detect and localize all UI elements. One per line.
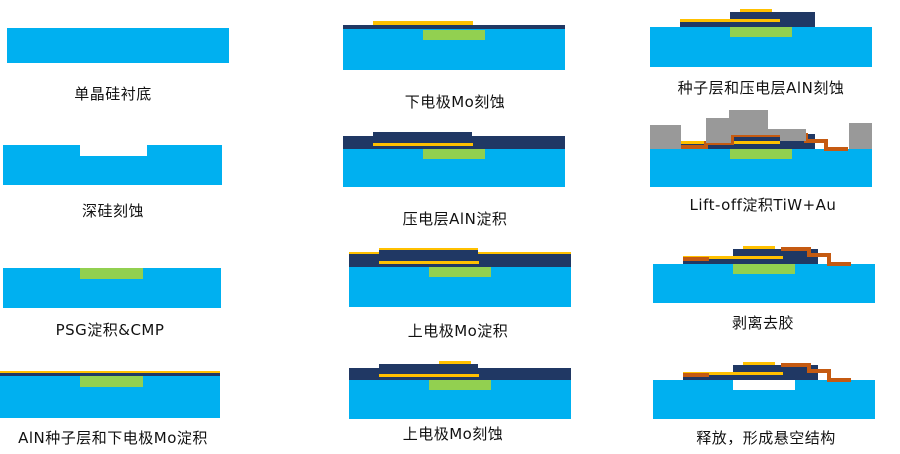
- step-6-illustration: [343, 132, 565, 187]
- step-12-illustration: [653, 362, 875, 419]
- bottom-mo-electrode: [379, 374, 479, 377]
- psg-sacrificial-layer: [730, 27, 792, 37]
- psg-sacrificial-layer: [80, 268, 143, 279]
- bottom-mo-electrode: [373, 143, 473, 146]
- step-6-caption: 压电层AlN淀积: [402, 210, 508, 228]
- step-4-caption: AlN种子层和下电极Mo淀积: [18, 429, 208, 447]
- step-3-illustration: [3, 268, 221, 308]
- top-mo-layer: [349, 248, 571, 254]
- step-11-illustration: [653, 246, 875, 303]
- step-10-illustration: [650, 110, 872, 187]
- silicon-substrate: [7, 28, 229, 63]
- top-mo-electrode: [743, 246, 775, 249]
- psg-sacrificial-layer: [423, 30, 485, 40]
- bottom-mo-electrode: [379, 261, 479, 264]
- step-5-illustration: [343, 21, 565, 70]
- psg-sacrificial-layer: [730, 149, 792, 159]
- step-7-caption: 上电极Mo淀积: [407, 322, 509, 340]
- step-5-caption: 下电极Mo刻蚀: [404, 93, 506, 111]
- step-11-caption: 剥离去胶: [731, 314, 795, 332]
- bottom-mo-electrode: [373, 21, 473, 25]
- psg-sacrificial-layer: [429, 380, 491, 390]
- step-10-caption: Lift-off淀积TiW+Au: [689, 196, 837, 214]
- aln-seed-layer: [343, 25, 565, 29]
- step-9-caption: 种子层和压电层AlN刻蚀: [677, 79, 845, 97]
- step-12-caption: 释放，形成悬空结构: [696, 429, 836, 447]
- etched-silicon-substrate: [3, 145, 222, 185]
- step-7-illustration: [349, 248, 571, 307]
- bottom-mo-layer: [0, 371, 220, 373]
- tiw-au-pad: [781, 363, 851, 382]
- step-1-illustration: [7, 28, 229, 63]
- released-cavity: [733, 380, 795, 390]
- photoresist-block: [849, 123, 872, 149]
- aln-seed-layer: [0, 373, 220, 376]
- psg-sacrificial-layer: [429, 267, 491, 277]
- top-mo-electrode: [740, 9, 772, 12]
- photoresist-block: [650, 125, 681, 149]
- bottom-mo-electrode: [683, 256, 783, 259]
- step-4-illustration: [0, 371, 220, 418]
- bottom-mo-electrode: [683, 372, 783, 375]
- psg-sacrificial-layer: [423, 149, 485, 159]
- photoresist-block: [742, 129, 782, 135]
- bottom-mo-electrode: [680, 19, 780, 22]
- step-2-illustration: [3, 145, 222, 185]
- tiw-au-pad: [781, 247, 851, 266]
- top-mo-electrode: [439, 361, 471, 364]
- piezo-aln-layer: [349, 364, 571, 380]
- piezo-aln-layer: [343, 132, 565, 149]
- step-3-caption: PSG淀积&CMP: [55, 321, 165, 339]
- top-mo-electrode: [743, 362, 775, 365]
- step-2-caption: 深硅刻蚀: [81, 202, 145, 220]
- step-8-caption: 上电极Mo刻蚀: [402, 425, 504, 443]
- psg-sacrificial-layer: [80, 376, 143, 387]
- step-9-illustration: [650, 9, 872, 67]
- step-1-caption: 单晶硅衬底: [74, 85, 152, 103]
- psg-sacrificial-layer: [733, 264, 795, 274]
- step-8-illustration: [349, 361, 571, 419]
- photoresist-block: [706, 118, 731, 143]
- photoresist-block: [780, 129, 806, 141]
